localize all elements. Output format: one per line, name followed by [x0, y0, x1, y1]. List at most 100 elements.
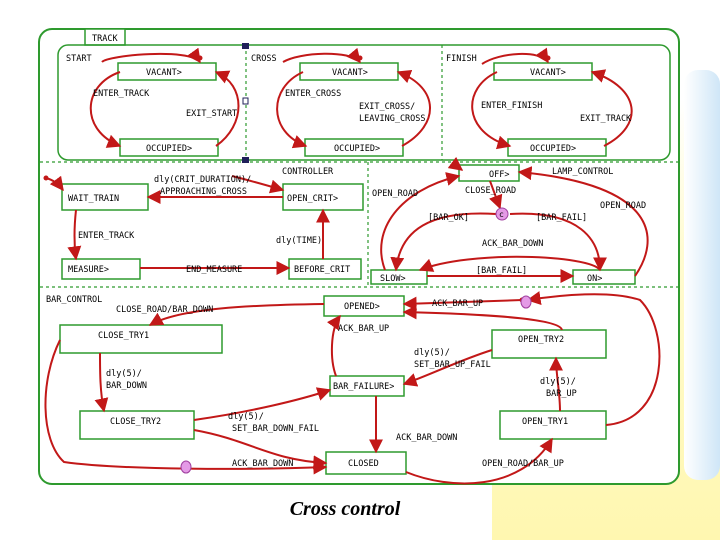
label-dly5-bar-up-1: dly(5)/	[540, 377, 576, 387]
state-box-close-try1	[59, 324, 223, 354]
label-ack-bar-down-2: ACK_BAR_DOWN	[396, 433, 457, 443]
arrow-controller-initial	[231, 175, 285, 194]
label-ack-bar-up-1: ACK_BAR_UP	[432, 299, 483, 309]
label-open-road-bar-up: OPEN_ROAD/BAR_UP	[482, 459, 564, 469]
label-bar-fail-1: [BAR_FAIL]	[536, 213, 587, 223]
track-inner-frame	[57, 44, 671, 161]
region-dividers	[40, 45, 678, 288]
divider-marker-bottom	[242, 157, 249, 163]
arrow-finish-initial	[481, 47, 549, 65]
label-dly-crit-2: APPROACHING_CROSS	[160, 187, 247, 197]
region-label-cross: CROSS	[251, 54, 277, 64]
arrow-failure-to-opened	[326, 314, 341, 377]
label-enter-cross: ENTER_CROSS	[285, 89, 341, 99]
state-box-open-try1	[499, 410, 607, 440]
state-vacant-finish: VACANT>	[530, 68, 566, 78]
state-open-crit: OPEN_CRIT>	[287, 194, 338, 204]
state-box-close-try2	[79, 410, 195, 440]
state-bar-failure: BAR_FAILURE>	[333, 382, 394, 392]
label-ack-bar-down-1: ACK_BAR_DOWN	[482, 239, 543, 249]
arrow-opentry1-outer-to-opened	[526, 291, 661, 426]
arrow-off-to-choice	[489, 180, 503, 210]
label-dly5-set-down-1: dly(5)/	[228, 412, 264, 422]
state-off: OFF>	[489, 170, 509, 180]
arrow-start-exit	[214, 70, 240, 147]
state-measure: MEASURE>	[68, 265, 109, 275]
connector-dot-wait	[43, 175, 49, 181]
state-on: ON>	[587, 274, 602, 284]
choice-node-label: c	[499, 210, 504, 219]
label-enter-track: ENTER_TRACK	[93, 89, 150, 99]
region-label-controller: CONTROLLER	[282, 167, 334, 177]
arrow-opentry1-to-opentry2	[549, 356, 564, 412]
arrow-start-enter	[89, 71, 122, 148]
connector-dot-cross	[357, 55, 363, 61]
connector-dot-start	[197, 55, 203, 61]
label-dly5-set-down-2: SET_BAR_DOWN_FAIL	[232, 424, 319, 434]
label-dly5-set-up-2: SET_BAR_UP_FAIL	[414, 360, 491, 370]
arrow-closetry2-to-closed	[193, 429, 328, 470]
state-occupied-start: OCCUPIED>	[146, 144, 192, 154]
track-tab-label: TRACK	[92, 34, 118, 44]
label-dly5-bar-down-2: BAR_DOWN	[106, 381, 147, 391]
arrow-wait-initial	[45, 175, 64, 192]
state-vacant-start: VACANT>	[146, 68, 182, 78]
state-box-open-try2	[491, 329, 607, 359]
region-label-finish: FINISH	[446, 54, 477, 64]
figure-caption: Cross control	[289, 498, 401, 520]
arrow-finish-enter	[471, 71, 512, 150]
state-open-try2: OPEN_TRY2	[518, 335, 564, 345]
state-before-crit: BEFORE_CRIT	[294, 265, 350, 275]
arrow-ack-bar-down-loop	[418, 255, 601, 272]
label-dly-crit-1: dly(CRIT_DURATION)/	[154, 175, 251, 185]
arrow-choice-to-on	[509, 212, 607, 272]
arrow-closetry2-to-failure	[193, 387, 332, 421]
arrow-opentry2-to-opened	[402, 305, 563, 331]
label-bar-fail-2: [BAR_FAIL]	[476, 266, 527, 276]
label-dly5-bar-down-1: dly(5)/	[106, 369, 142, 379]
label-ack-bar-up-2: ACK_BAR_UP	[338, 324, 389, 334]
arrow-closetry1-to-closed-outer	[44, 339, 328, 475]
choice-node	[495, 207, 509, 221]
arrow-finish-exit	[590, 69, 633, 147]
arrow-opened-to-closetry1	[148, 303, 325, 326]
state-occupied-finish: OCCUPIED>	[530, 144, 576, 154]
label-exit-start: EXIT_START	[186, 109, 237, 119]
region-label-bar-control: BAR_CONTROL	[46, 295, 102, 305]
state-vacant-cross: VACANT>	[332, 68, 368, 78]
label-dly5-bar-up-2: BAR_UP	[546, 389, 577, 399]
state-open-try1: OPEN_TRY1	[522, 417, 568, 427]
connector-dot-off	[451, 161, 457, 167]
transition-labels: ENTER_TRACK EXIT_START ENTER_CROSS EXIT_…	[78, 89, 646, 469]
label-open-road: OPEN_ROAD	[372, 189, 418, 199]
label-dly-time: dly(TIME)	[276, 236, 322, 246]
arrow-on-to-off	[517, 166, 649, 277]
connector-dot-finish	[545, 55, 551, 61]
label-bar-ok: [BAR_OK]	[428, 213, 469, 223]
arrow-slow-to-off	[380, 172, 461, 271]
label-ack-bar-down-3: ACK_BAR_DOWN	[232, 459, 293, 469]
state-slow: SLOW>	[380, 274, 406, 284]
divider-marker-mid	[242, 97, 249, 105]
state-occupied-cross: OCCUPIED>	[334, 144, 380, 154]
label-close-road-bar-down: CLOSE_ROAD/BAR_DOWN	[116, 305, 213, 315]
divider-marker-top	[242, 43, 249, 49]
state-closed: CLOSED	[348, 459, 379, 469]
state-box-wait-train	[61, 183, 149, 211]
state-opened: OPENED>	[344, 302, 380, 312]
pink-connector-top	[520, 295, 532, 309]
pink-connector-bottom	[180, 460, 192, 474]
arrow-cross-enter	[276, 71, 308, 149]
label-enter-finish: ENTER_FINISH	[481, 101, 542, 111]
state-wait-train: WAIT_TRAIN	[68, 194, 119, 204]
states	[59, 62, 636, 475]
arrow-opentry2-to-failure	[402, 349, 493, 387]
arrow-closed-to-opentry1	[405, 437, 553, 485]
arrow-closetry1-to-closetry2	[94, 352, 109, 413]
label-exit-track: EXIT_TRACK	[580, 114, 632, 124]
label-end-measure: END_MEASURE	[186, 265, 242, 275]
state-close-try1: CLOSE_TRY1	[98, 331, 149, 341]
region-label-start: START	[66, 54, 92, 64]
transitions	[44, 47, 661, 485]
